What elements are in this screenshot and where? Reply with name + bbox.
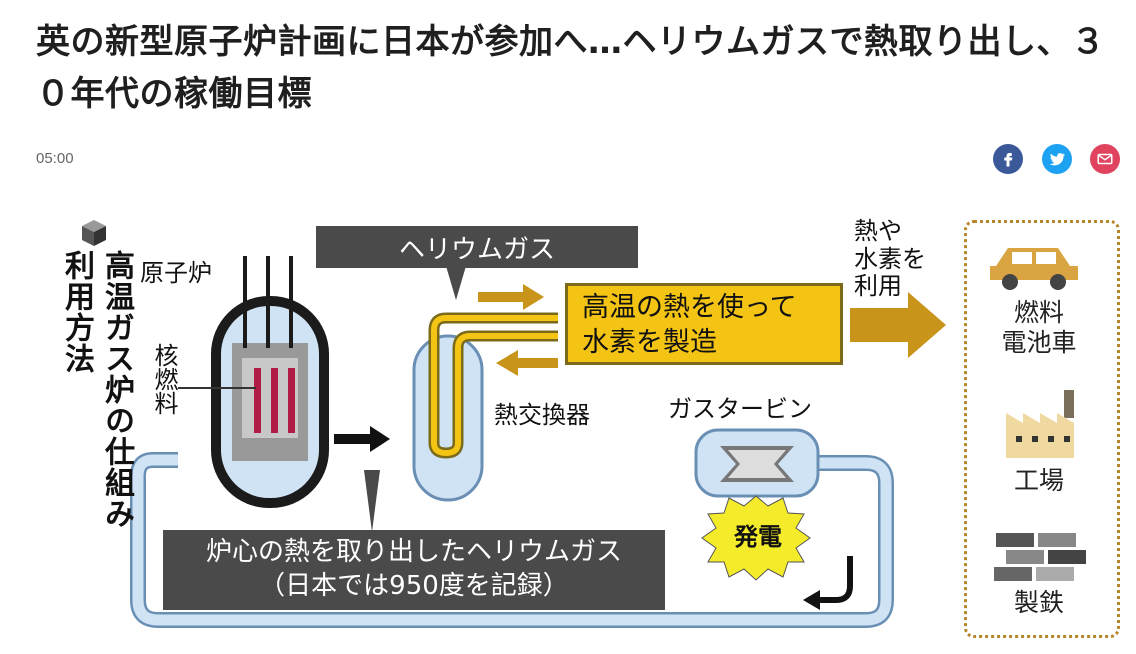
fuel-label: 核燃料 (150, 343, 178, 415)
core-line1: 炉心の熱を取り出したヘリウムガス (205, 537, 622, 568)
gas-turbine-label: ガスタービン (668, 395, 812, 423)
heat-exchanger-label: 熱交換器 (494, 401, 590, 429)
use-0-line2: 電池車 (1001, 328, 1077, 357)
use-heading: 熱や 水素を 利用 (854, 217, 926, 301)
core-helium-box: 炉心の熱を取り出したヘリウムガス （日本では950度を記録） (163, 530, 665, 610)
flow-arrow-icon (334, 426, 390, 452)
publish-time: 05:00 (36, 150, 74, 167)
use-steelmaking: 製鉄 (1013, 588, 1064, 617)
diagram-graphics (82, 220, 1086, 628)
power-starburst (701, 495, 811, 581)
diagram-heading-sub: 利用方法 (59, 250, 94, 374)
heat-exchanger (412, 334, 484, 502)
use-fuel-cell-car: 燃料 電池車 (974, 298, 1104, 358)
hydrogen-production-box: 高温の熱を使って 水素を製造 (565, 283, 843, 365)
gold-arrow-left-icon (496, 350, 558, 376)
core-line2: （日本では950度を記録） (259, 571, 569, 601)
helium-gas-label: ヘリウムガス (316, 226, 638, 268)
power-label: 発電 (734, 523, 782, 551)
reactor-vessel (178, 256, 329, 508)
reactor-label: 原子炉 (140, 259, 212, 287)
diagram-heading-main: 高温ガス炉の仕組み (99, 250, 134, 529)
use-heading-line1: 熱や (854, 217, 902, 245)
facebook-icon (1004, 153, 1013, 167)
mail-share-button[interactable] (1090, 144, 1120, 174)
twitter-icon (1049, 153, 1066, 166)
twitter-share-button[interactable] (1042, 144, 1072, 174)
use-factory: 工場 (1013, 466, 1064, 495)
mail-icon (1097, 153, 1113, 165)
use-0-line1: 燃料 (1013, 298, 1064, 327)
facebook-share-button[interactable] (993, 144, 1023, 174)
hydrogen-line2: 水素を製造 (582, 327, 717, 359)
uses-panel (964, 220, 1120, 638)
use-heading-line2: 水素を (854, 244, 926, 273)
big-gold-arrow-icon (850, 292, 946, 358)
hydrogen-line1: 高温の熱を使って (582, 292, 797, 323)
factory-icon (1006, 390, 1074, 458)
use-heading-line3: 利用 (854, 272, 902, 301)
reactor-diagram: 高温ガス炉の仕組み 利用方法 原子炉 核燃料 ヘリウムガス 高温の熱を使って 水… (28, 208, 1128, 648)
gold-arrow-right-icon (478, 284, 544, 310)
article-title: 英の新型原子炉計画に日本が参加へ…ヘリウムガスで熱取り出し、３０年代の稼働目標 (36, 22, 1106, 114)
car-icon (990, 248, 1078, 290)
cube-icon (82, 220, 106, 246)
steel-icon (994, 533, 1086, 581)
return-arrow-icon (818, 556, 853, 603)
